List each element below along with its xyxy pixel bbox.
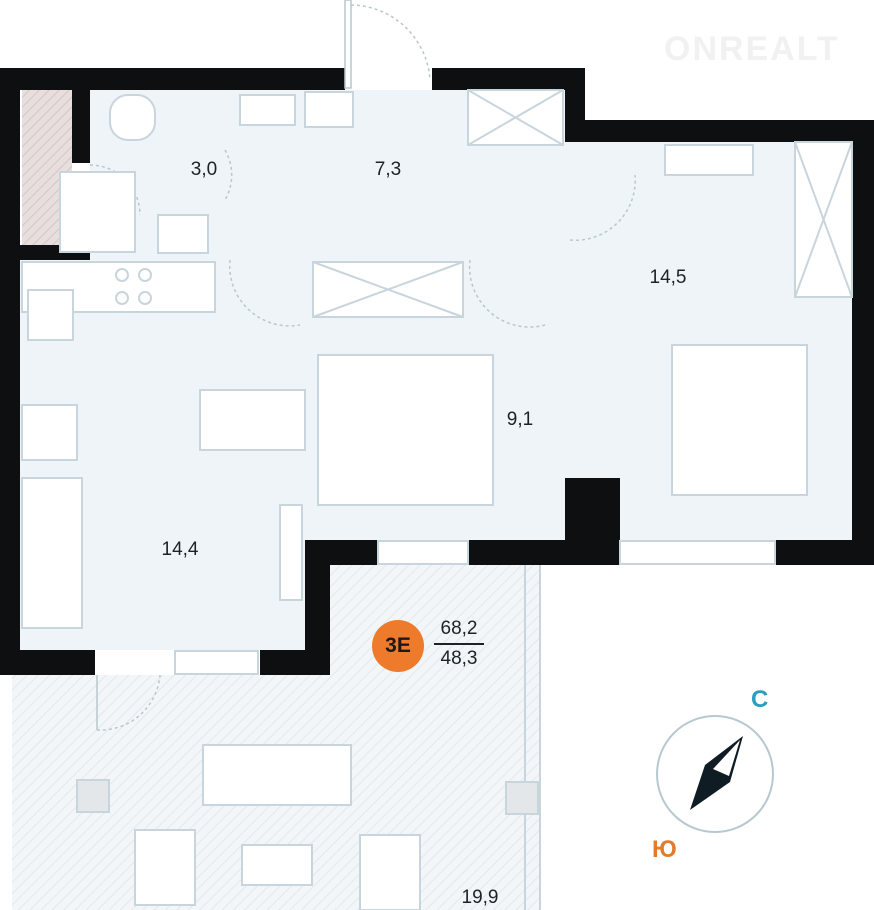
room-area-terrace: 19,9 <box>461 887 499 908</box>
walls <box>0 68 874 675</box>
room-area-bedroom-large: 14,5 <box>649 267 687 288</box>
room-area-kitchen-living: 14,4 <box>161 539 199 560</box>
fraction-divider <box>434 643 484 645</box>
living-area: 48,3 <box>440 648 478 669</box>
columns <box>76 779 539 815</box>
doors <box>89 0 636 731</box>
apartment-type-badge: 3E <box>372 620 424 672</box>
area-fraction: 68,2 48,3 <box>434 618 484 670</box>
furniture <box>21 89 853 910</box>
watermark-logo: ONREALT <box>664 30 840 68</box>
windows <box>174 540 776 675</box>
room-area-hallway: 7,3 <box>374 159 402 180</box>
compass-south-label: Ю <box>652 836 677 863</box>
compass-north-label: С <box>751 686 769 713</box>
room-area-bedroom-small: 9,1 <box>506 409 534 430</box>
total-area: 68,2 <box>440 618 478 639</box>
room-area-bathroom: 3,0 <box>190 159 218 180</box>
compass-icon <box>656 715 774 833</box>
